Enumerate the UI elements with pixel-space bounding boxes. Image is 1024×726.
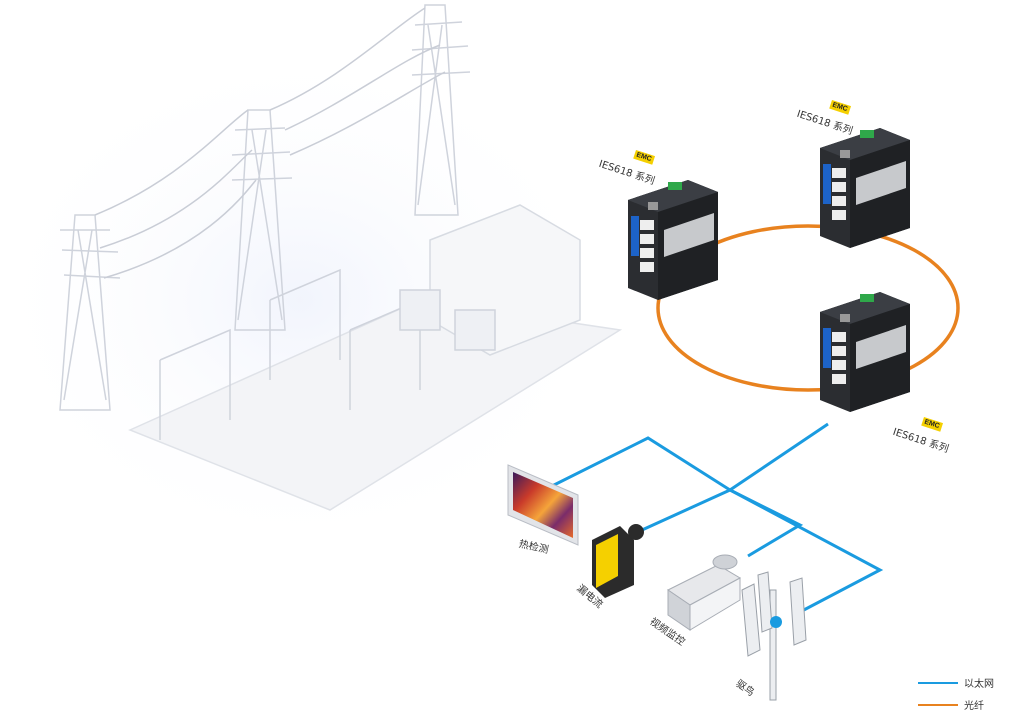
transmission-tower-center — [231, 109, 293, 331]
leakage-detector[interactable] — [592, 524, 644, 598]
bird-repeller[interactable] — [741, 571, 807, 701]
legend-ethernet-label: 以太网 — [964, 679, 994, 690]
transmission-tower-right — [411, 4, 471, 216]
legend-fiber-label: 光纤 — [964, 701, 984, 712]
switch-2[interactable] — [820, 128, 910, 248]
substation-illustration — [59, 4, 623, 511]
surveillance-camera[interactable] — [667, 554, 742, 631]
legend-fiber-line — [918, 704, 958, 706]
switch-1[interactable] — [628, 180, 718, 300]
fiber-ring — [656, 224, 960, 392]
ethernet-links — [551, 422, 884, 614]
transmission-tower-left — [59, 214, 121, 411]
legend-ethernet-line — [918, 682, 958, 684]
switch-3[interactable] — [820, 292, 910, 412]
thermal-display[interactable] — [507, 464, 579, 546]
